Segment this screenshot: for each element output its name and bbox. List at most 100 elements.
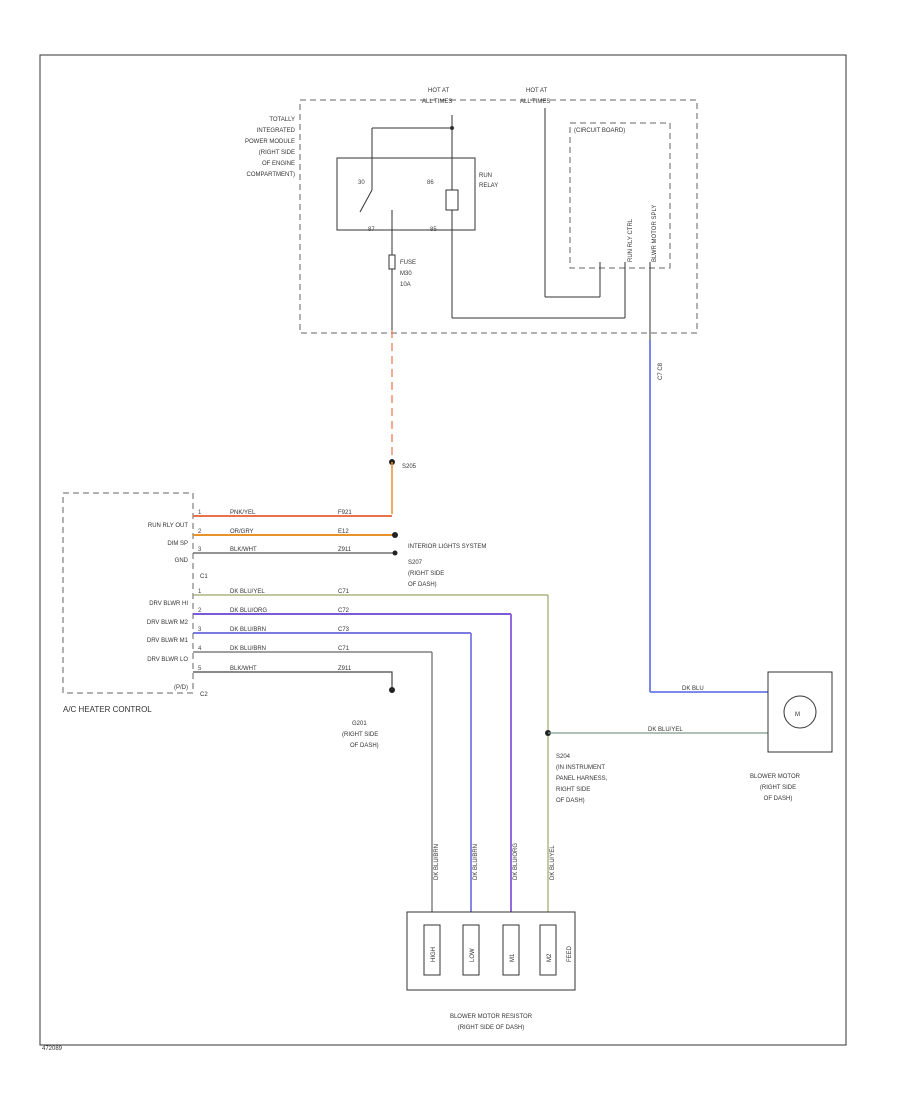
svg-text:S207: S207	[408, 560, 423, 566]
ac-wire-pin-4: 2	[198, 608, 202, 614]
tipm-box	[299, 99, 698, 334]
svg-text:GND: GND	[175, 558, 189, 564]
ac-wire-circuit-1: E12	[338, 529, 349, 535]
tipm-label: TOTALLY INTEGRATED POWER MODULE (RIGHT S…	[245, 117, 296, 178]
blower-motor-resistor-label: BLOWER MOTOR RESISTOR (RIGHT SIDE OF DAS…	[450, 1014, 533, 1031]
ground-g201-dot	[389, 687, 395, 693]
svg-text:(RIGHT SIDE: (RIGHT SIDE	[760, 785, 796, 791]
interior-lights-label: INTERIOR LIGHTS SYSTEM	[408, 544, 486, 550]
svg-text:G201: G201	[352, 721, 367, 727]
ac-wire-7	[193, 671, 393, 690]
connector-c7-c8: C7 C8	[658, 362, 664, 380]
circuit-board-box	[569, 122, 671, 269]
splice-s204-label: S204 (IN INSTRUMENT PANEL HARNESS, RIGHT…	[556, 754, 608, 804]
ac-wire-pin-0: 1	[198, 510, 202, 516]
svg-text:(RIGHT SIDE: (RIGHT SIDE	[408, 571, 444, 577]
fuse-m30: FUSE M30 10A	[388, 254, 416, 288]
diagram-border	[39, 54, 847, 1046]
svg-text:BLOWER MOTOR: BLOWER MOTOR	[750, 774, 801, 780]
svg-text:(RIGHT SIDE OF DASH): (RIGHT SIDE OF DASH)	[458, 1025, 525, 1031]
svg-text:HOT AT: HOT AT	[526, 88, 547, 94]
blower-motor-box	[767, 671, 833, 753]
ac-heater-control-label: A/C HEATER CONTROL	[63, 705, 152, 714]
resistor-cells: HIGH LOW M1 M2 FEED	[423, 924, 573, 976]
resistor-wire-label-3: DK BLU/ORG	[513, 843, 519, 880]
ac-wire-color-4: DK BLU/ORG	[230, 608, 267, 614]
svg-text:COMPARTMENT): COMPARTMENT)	[247, 172, 295, 178]
ac-wire-circuit-7: Z911	[338, 666, 352, 672]
svg-text:RIGHT SIDE: RIGHT SIDE	[556, 787, 590, 793]
ac-wire-color-3: DK BLU/YEL	[230, 589, 265, 595]
relay-pin-85: 85	[430, 227, 437, 233]
svg-text:POWER MODULE: POWER MODULE	[245, 139, 295, 145]
hot-at-all-times-1: HOT AT ALL TIMES	[422, 88, 452, 105]
svg-text:OF DASH): OF DASH)	[764, 796, 793, 802]
svg-text:HOT AT: HOT AT	[428, 88, 449, 94]
blower-motor-resistor-box	[406, 911, 576, 991]
relay-pin-30: 30	[358, 180, 365, 186]
ground-g201-label: G201 (RIGHT SIDE OF DASH)	[342, 721, 379, 749]
blower-motor-label: BLOWER MOTOR (RIGHT SIDE OF DASH)	[750, 774, 801, 802]
cb-signal-blwr-motor-sply: BLWR MOTOR SPLY	[652, 205, 658, 262]
svg-text:S204: S204	[556, 754, 571, 760]
svg-text:TOTALLY: TOTALLY	[269, 117, 295, 123]
svg-text:OF DASH): OF DASH)	[408, 582, 437, 588]
ac-wire-circuit-4: C72	[338, 608, 350, 614]
ac-control-pins: RUN RLY OUT DIM SP GND C1 DRV BLWR HI DR…	[147, 523, 208, 698]
svg-text:RELAY: RELAY	[479, 183, 498, 189]
cb-signal-run-rly-ctrl: RUN RLY CTRL	[628, 218, 634, 262]
svg-text:DRV BLWR M1: DRV BLWR M1	[147, 638, 189, 644]
interior-lights-dot	[392, 532, 398, 538]
ac-wire-color-2: BLK/WHT	[230, 547, 257, 553]
svg-text:(IN INSTRUMENT: (IN INSTRUMENT	[556, 765, 605, 771]
resistor-wire-label-2: DK BLU/BRN	[473, 844, 479, 880]
relay-switch	[359, 115, 625, 330]
s207-ground-dot	[392, 550, 398, 556]
svg-text:M1: M1	[510, 953, 516, 962]
splice-s207-label: S207 (RIGHT SIDE OF DASH)	[408, 560, 444, 588]
ac-wire-circuit-3: C71	[338, 589, 350, 595]
ac-wire-color-0: PNK/YEL	[230, 510, 256, 516]
ac-wire-circuit-0: F921	[338, 510, 352, 516]
ac-wire-pin-6: 4	[198, 646, 202, 652]
svg-text:OF DASH): OF DASH)	[350, 743, 379, 749]
blower-wire-out-label: DK BLU/YEL	[648, 727, 683, 733]
svg-text:(RIGHT SIDE: (RIGHT SIDE	[259, 150, 295, 156]
svg-text:M30: M30	[400, 271, 412, 277]
relay-pin-86: 86	[427, 180, 434, 186]
ac-wire-color-1: OR/GRY	[230, 529, 254, 535]
run-relay-box	[336, 157, 476, 231]
svg-text:RUN RLY OUT: RUN RLY OUT	[148, 523, 188, 529]
ac-wire-pin-3: 1	[198, 589, 202, 595]
cb-wires	[544, 108, 651, 340]
svg-text:RUN: RUN	[479, 173, 492, 179]
svg-text:M2: M2	[547, 953, 553, 962]
svg-text:PANEL HARNESS,: PANEL HARNESS,	[556, 776, 608, 782]
ac-wire-circuit-6: C71	[338, 646, 350, 652]
relay-splice-dot	[450, 126, 454, 130]
resistor-wire-label-4: DK BLU/YEL	[550, 845, 556, 880]
svg-text:HIGH: HIGH	[431, 947, 437, 962]
svg-text:BLOWER MOTOR RESISTOR: BLOWER MOTOR RESISTOR	[450, 1014, 533, 1020]
svg-text:10A: 10A	[400, 282, 411, 288]
svg-text:LOW: LOW	[470, 948, 476, 962]
run-relay-label: RUN RELAY	[479, 173, 498, 189]
svg-text:DRV BLWR HI: DRV BLWR HI	[149, 601, 188, 607]
blower-motor-symbol	[783, 695, 817, 729]
blower-motor-m: M	[795, 712, 800, 718]
hot-at-all-times-2: HOT AT ALL TIMES	[520, 88, 550, 105]
svg-text:ALL TIMES: ALL TIMES	[422, 99, 452, 105]
svg-text:(P/D): (P/D)	[174, 685, 188, 691]
relay-coil	[445, 189, 459, 211]
svg-text:FUSE: FUSE	[400, 260, 416, 266]
resistor-wire-label-1: DK BLU/BRN	[434, 844, 440, 880]
circuit-board-label: (CIRCUIT BOARD)	[574, 128, 625, 134]
svg-text:DIM SP: DIM SP	[167, 541, 188, 547]
svg-text:OF ENGINE: OF ENGINE	[262, 161, 295, 167]
svg-text:OF DASH): OF DASH)	[556, 798, 585, 804]
svg-text:INTEGRATED: INTEGRATED	[257, 128, 296, 134]
ac-wire-pin-5: 3	[198, 627, 202, 633]
diagram-id: 472089	[42, 1046, 63, 1052]
svg-text:C1: C1	[200, 574, 208, 580]
